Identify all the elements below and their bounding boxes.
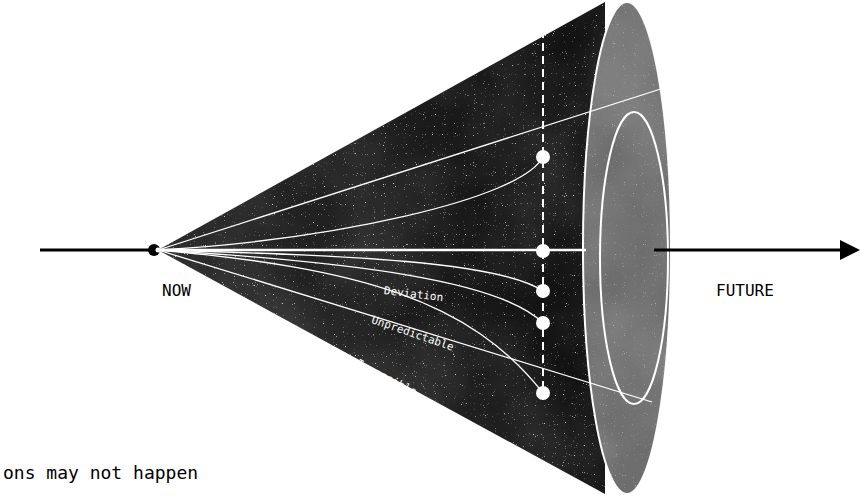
scenario-lines (158, 86, 670, 402)
scenario-dots (536, 150, 550, 400)
note-text: ons may not happen (3, 462, 198, 483)
future-label: FUTURE (716, 281, 774, 300)
time-axis (40, 240, 860, 260)
future-ellipse (580, 0, 680, 496)
time-horizon (542, 4, 544, 400)
cone-body (150, 0, 620, 496)
now-label: NOW (162, 281, 191, 300)
